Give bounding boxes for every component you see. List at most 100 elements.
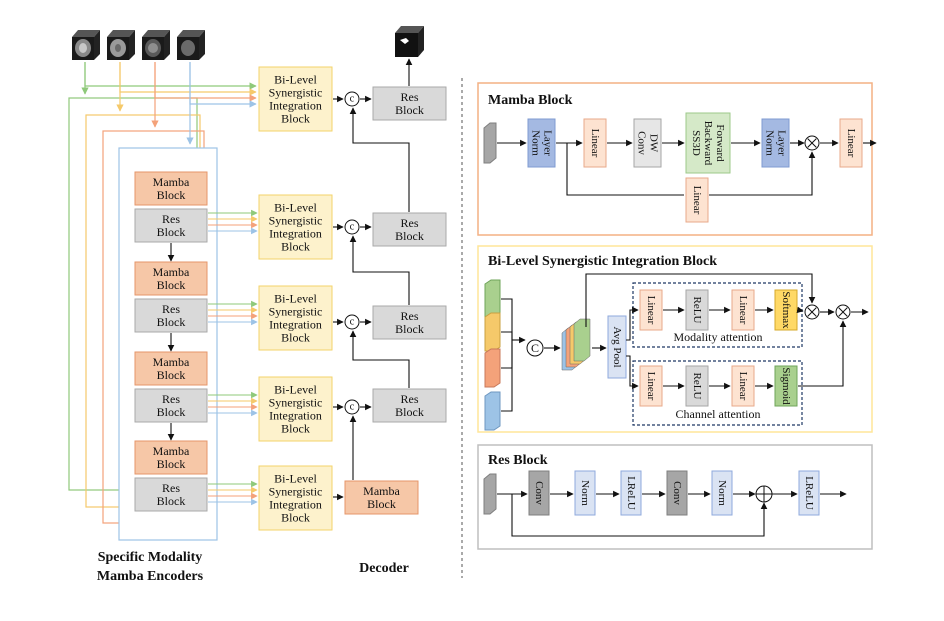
- bisi-block-2-rect: [258, 194, 333, 260]
- bisi-block-1-label: Bi-Level: [274, 73, 317, 87]
- decoder-res-block-4-label: Res: [401, 392, 419, 406]
- concat-circle-4: c: [344, 399, 360, 415]
- decoder-res-block-2-rect: [372, 212, 447, 247]
- res-norm-1: Norm: [574, 470, 596, 516]
- decoder-caption: Decoder: [359, 561, 409, 576]
- decoder-res-block-2-label: Block: [395, 229, 424, 243]
- mamba-dw-conv-rect: [633, 118, 662, 168]
- res-lrelu-2-label: LReLU: [803, 476, 815, 510]
- mamba-layer-norm-2-label: Layer: [776, 130, 788, 156]
- bisi-concat: C: [526, 339, 544, 357]
- bisi-block-4-label: Bi-Level: [274, 383, 317, 397]
- res-norm-1-rect: [574, 470, 596, 516]
- bisi-slab-line-3: [501, 340, 513, 369]
- mri-modality-2-icon: [107, 30, 135, 60]
- encoder-res-block-2-label: Res: [162, 302, 180, 316]
- decoder-mamba-block-label: Block: [367, 497, 396, 511]
- bisi-block-2-label: Bi-Level: [274, 201, 317, 215]
- channel-relu-label: ReLU: [691, 373, 703, 400]
- mamba-ss3d-label: Backward: [702, 121, 714, 166]
- res-norm-2: Norm: [711, 470, 733, 516]
- encoder-mamba-block-3-label: Block: [157, 368, 186, 382]
- avgpool-to-channel: [626, 355, 639, 390]
- mamba-ss3d-rect: [685, 112, 731, 174]
- encoder-res-block-1-rect: [134, 208, 208, 243]
- modality-softmax-label: Softmax: [780, 291, 792, 329]
- concat-circle-3: c: [344, 314, 360, 330]
- mamba-gate-branch: [566, 143, 684, 196]
- channel-sigmoid: Sigmoid: [774, 365, 798, 407]
- concat-circle-1-circle: [344, 91, 360, 107]
- mamba-linear-3-label: Linear: [845, 129, 857, 158]
- mamba-dw-conv-label: DW: [648, 134, 660, 153]
- channel-linear-1-rect: [639, 365, 663, 407]
- mamba-layer-norm-1-label: Norm: [530, 130, 542, 156]
- res-lrelu-2-rect: [798, 470, 820, 516]
- res-input-feature-icon: [483, 473, 497, 515]
- decoder-mamba-block-rect: [344, 480, 419, 515]
- res-norm-1-label: Norm: [579, 480, 591, 506]
- bisi-block-5-label: Integration: [269, 498, 322, 512]
- concat-circle-1-label: c: [350, 94, 355, 105]
- bisi-concat-circle: [526, 339, 544, 357]
- mamba-linear-2: Linear: [685, 177, 709, 223]
- encoder-caption-line2: Mamba Encoders: [97, 569, 204, 584]
- concat-circle-4-circle: [344, 399, 360, 415]
- encoder-res-block-2-rect: [134, 298, 208, 333]
- bisi-input-slab-2: [484, 312, 501, 352]
- decoder-res2-up: [349, 107, 410, 212]
- res-lrelu-1: LReLU: [620, 470, 642, 516]
- channel-linear-2-rect: [731, 365, 755, 407]
- decoder-res-block-1-rect: [372, 86, 447, 121]
- bisi-block-4-label: Integration: [269, 409, 322, 423]
- decoder-res3-up: [349, 235, 410, 305]
- bisi-block-4-label: Block: [281, 422, 310, 436]
- concat-circle-4-label: c: [350, 402, 355, 413]
- mamba-ss3d-label: SS3D: [690, 130, 702, 156]
- segmentation-output-icon: [395, 26, 424, 57]
- bisi-slab-line-4: [501, 340, 513, 412]
- bisi-avg-pool: Avg Pool: [607, 315, 627, 379]
- sigmoid-to-mul2: [798, 320, 847, 387]
- encoder-mamba-block-1-label: Mamba: [153, 175, 190, 189]
- mamba-layer-norm-2-label: Norm: [764, 130, 776, 156]
- decoder-res-block-1-label: Res: [401, 90, 419, 104]
- mamba-layer-norm-1-label: Layer: [542, 130, 554, 156]
- encoder-mamba-block-2-rect: [134, 261, 208, 296]
- decoder-res-block-1-label: Block: [395, 103, 424, 117]
- encoder-mamba-block-1-label: Block: [157, 188, 186, 202]
- concat-circle-3-label: c: [350, 317, 355, 328]
- bisi-block-3-label: Synergistic: [269, 305, 323, 319]
- decoder-res-block-2-label: Res: [401, 216, 419, 230]
- res-panel-title: Res Block: [488, 453, 548, 468]
- res-norm-2-label: Norm: [716, 480, 728, 506]
- bisi-block-2-label: Synergistic: [269, 214, 323, 228]
- bisi-multiply-1: [804, 304, 820, 320]
- res-lrelu-2: LReLU: [798, 470, 820, 516]
- mamba-linear-2-rect: [685, 177, 709, 223]
- encoder-mamba-block-3-rect: [134, 351, 208, 386]
- encoder-res-block-3-label: Block: [157, 405, 186, 419]
- bisi-input-slab-4: [484, 391, 501, 431]
- mamba-layer-norm-1-rect: [527, 118, 556, 168]
- mamba-multiply: [804, 135, 820, 151]
- encoder-mamba-block-4-label: Mamba: [153, 444, 190, 458]
- channel-linear-2-label: Linear: [737, 372, 749, 401]
- channel-sigmoid-rect: [774, 365, 798, 407]
- bisi-block-4-label: Synergistic: [269, 396, 323, 410]
- bisi-multiply-1-mark-b: [807, 307, 817, 317]
- res-conv-2-rect: [666, 470, 688, 516]
- decoder-res4-up: [349, 330, 410, 388]
- modality-relu-label: ReLU: [691, 297, 703, 324]
- decoder-res-block-4-rect: [372, 388, 447, 423]
- mamba-linear-3-rect: [839, 118, 863, 168]
